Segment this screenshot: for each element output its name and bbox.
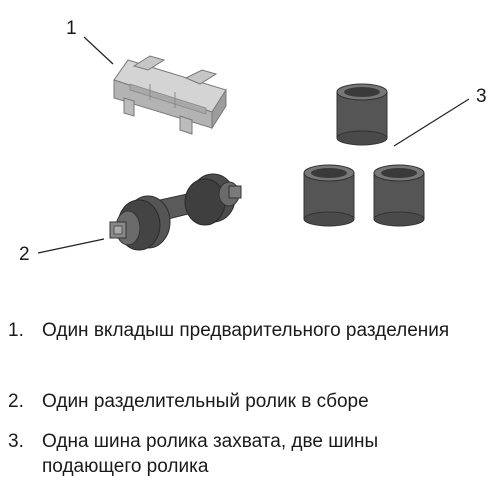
callout-number-2: 2: [19, 244, 30, 265]
leader-line-2: [37, 238, 105, 254]
list-item-text: Один вкладыш предварительного разделения: [42, 320, 450, 341]
callout-number-3: 3: [476, 86, 487, 107]
roller-tire-pickup: [336, 83, 388, 146]
leader-line-1: [83, 36, 114, 65]
parts-illustration: [37, 36, 470, 254]
pre-separation-pad: [113, 55, 227, 135]
list-item-number: 2.: [8, 391, 24, 412]
list-item-text: Одна шина ролика захвата, две шины подаю…: [42, 431, 379, 477]
callout-number-1: 1: [66, 18, 77, 39]
separation-roller-assembly: [109, 173, 242, 251]
leader-line-3: [393, 98, 470, 147]
roller-tire-feed-2: [373, 164, 425, 227]
list-item-number: 1.: [8, 320, 24, 341]
roller-tire-feed-1: [303, 164, 355, 227]
list-item-text: Один разделительный ролик в сборе: [42, 391, 369, 412]
list-item-number: 3.: [8, 431, 24, 452]
